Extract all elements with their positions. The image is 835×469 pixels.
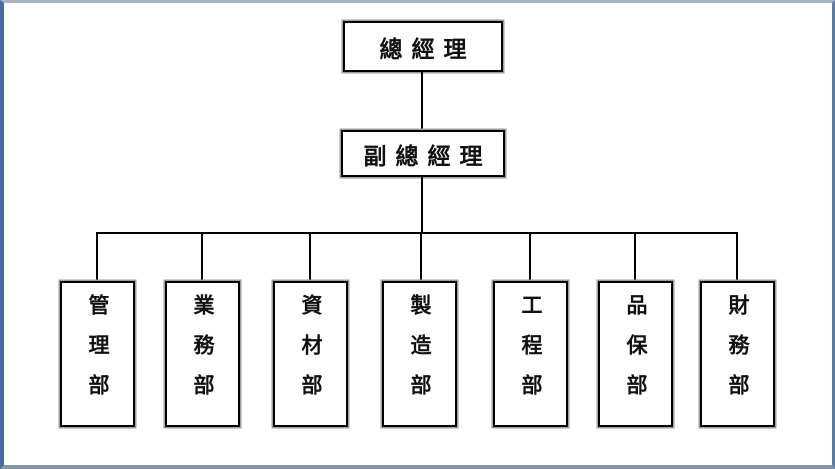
node-dept-management: 管理部: [60, 281, 135, 427]
node-label: 副總經理: [363, 143, 492, 169]
node-dept-materials: 資材部: [273, 281, 348, 427]
connector-drop-materials: [309, 233, 311, 281]
node-dept-sales: 業務部: [165, 281, 240, 427]
node-label: 管理部: [86, 294, 110, 414]
node-label: 總經理: [379, 36, 476, 62]
node-label: 製造部: [408, 294, 432, 414]
connector-drop-manufacturing: [420, 233, 422, 281]
connector-drop-engineering: [529, 233, 531, 281]
connector-drop-management: [96, 233, 98, 281]
connector-drop-quality-assurance: [634, 233, 636, 281]
node-label: 品保部: [624, 294, 648, 414]
node-label: 資材部: [299, 294, 323, 414]
node-dept-finance: 財務部: [700, 281, 775, 427]
node-general-manager: 總經理: [343, 21, 503, 72]
node-label: 業務部: [191, 294, 215, 414]
node-deputy-general-manager: 副總經理: [341, 130, 505, 177]
connector-gm-to-deputy: [421, 72, 423, 130]
node-dept-manufacturing: 製造部: [382, 281, 457, 427]
node-dept-quality-assurance: 品保部: [598, 281, 673, 427]
node-dept-engineering: 工程部: [493, 281, 568, 427]
node-label: 財務部: [726, 294, 750, 414]
connector-drop-finance: [736, 233, 738, 281]
connector-horizontal-bus: [96, 232, 738, 234]
connector-deputy-to-bus: [421, 177, 423, 233]
connector-drop-sales: [201, 233, 203, 281]
node-label: 工程部: [519, 294, 543, 414]
